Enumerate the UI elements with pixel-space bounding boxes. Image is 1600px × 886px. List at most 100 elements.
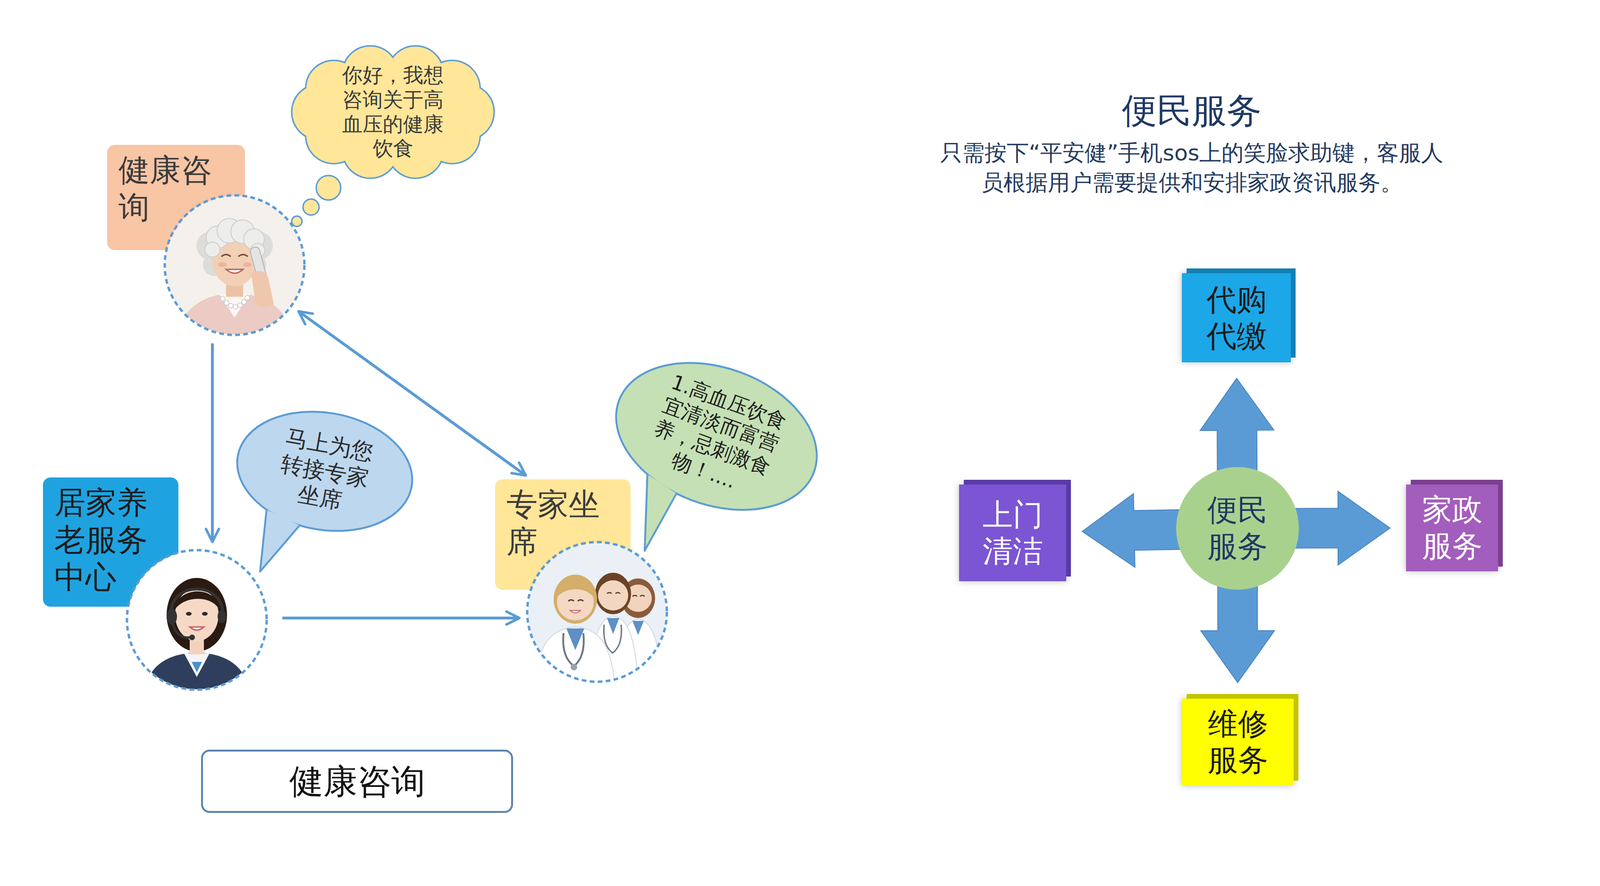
illustration-part xyxy=(568,600,584,602)
illustration-part xyxy=(220,295,250,310)
illustration-part xyxy=(228,303,234,309)
illustration-part xyxy=(527,542,667,683)
illustration-part xyxy=(570,664,578,671)
portrait-node: 居家养老服务中心 xyxy=(125,548,269,692)
illustration-part xyxy=(255,509,302,577)
elder-figure xyxy=(163,193,306,337)
portrait-node: 专家坐席 xyxy=(525,540,669,684)
illustration-part xyxy=(185,612,192,616)
node-label: 上门清洁 xyxy=(979,496,1046,570)
illustration-part xyxy=(189,634,195,641)
block-arrow xyxy=(1289,491,1390,566)
node-label: 健康咨询 xyxy=(215,761,499,802)
label-wrap: 健康咨询 xyxy=(215,761,499,802)
thought-bubble: 你好，我想咨询关于高血压的健康饮食 xyxy=(290,45,496,179)
speech-bubble: 马上为您转接专家坐席 xyxy=(227,398,422,545)
illustration-part xyxy=(241,299,247,305)
illustration-part xyxy=(595,336,838,537)
node-label: 代购代缴 xyxy=(1203,281,1270,355)
diagram-title: 便民服务 xyxy=(932,89,1452,132)
illustration-part xyxy=(144,652,250,692)
illustration-part xyxy=(595,572,632,615)
label-wrap: 马上为您转接专家坐席 xyxy=(272,424,378,520)
label-wrap: 上门清洁 xyxy=(979,496,1046,570)
illustration-part xyxy=(166,608,177,625)
illustration-part xyxy=(184,653,210,678)
illustration-part xyxy=(175,588,219,642)
illustration-part xyxy=(217,610,227,624)
illustration-part xyxy=(220,296,226,302)
illustration-part xyxy=(553,574,598,624)
illustration-part xyxy=(166,578,228,652)
illustration-part xyxy=(563,633,584,667)
elder-portrait xyxy=(163,193,306,337)
node-label: 居家养老服务中心 xyxy=(54,484,168,597)
illustration-part xyxy=(566,628,585,651)
caption-box: 健康咨询 xyxy=(201,749,514,814)
service-box: 维修服务 xyxy=(1181,698,1294,786)
node-label: 你好，我想咨询关于高血压的健康饮食 xyxy=(339,63,447,161)
cloud-fill xyxy=(292,46,494,178)
node-label: 健康咨询 xyxy=(118,151,234,227)
doctors-figure xyxy=(525,540,669,684)
hub-circle: 便民服务 xyxy=(1176,467,1299,590)
label-wrap: 居家养老服务中心 xyxy=(42,477,179,604)
illustration-part xyxy=(632,621,644,636)
speech-bubble: 1.高血压饮食宜清淡而富营养，忌刺激食物！.... xyxy=(595,336,838,537)
illustration-part xyxy=(556,583,594,621)
block-arrow xyxy=(1082,493,1187,568)
node-label: 便民服务 xyxy=(1202,492,1273,565)
illustration-part xyxy=(224,300,229,306)
block-arrow xyxy=(1200,378,1274,477)
illustration-part xyxy=(227,398,422,545)
node-label: 专家坐席 xyxy=(506,486,620,561)
connector-arrow xyxy=(282,616,520,620)
illustration-part xyxy=(291,216,303,227)
cloud-trail xyxy=(291,175,341,227)
illustration-part xyxy=(597,580,629,611)
service-box: 家政服务 xyxy=(1406,484,1499,572)
illustration-part xyxy=(172,623,191,638)
illustration-part xyxy=(557,583,593,597)
node-label: 维修服务 xyxy=(1204,706,1272,779)
illustration-part xyxy=(244,295,250,301)
illustration-part xyxy=(535,627,615,684)
illustration-part xyxy=(218,262,227,268)
doctors-portrait xyxy=(525,540,669,684)
illustration-part xyxy=(525,540,669,684)
subtitle-note: 只需按下“平安健”手机sos上的笑脸求助键，客服人员根据用户需要提供和安排家政资… xyxy=(932,137,1452,198)
illustration-part xyxy=(226,269,244,274)
illustration-part xyxy=(191,662,203,673)
block-arrow xyxy=(1200,580,1275,683)
label-wrap: 便民服务 xyxy=(1202,492,1273,565)
portrait-node: 健康咨询 xyxy=(163,193,306,337)
illustration-part xyxy=(177,293,292,337)
illustration-part xyxy=(316,175,341,201)
operator-figure xyxy=(125,548,269,692)
illustration-part xyxy=(126,550,267,691)
illustration-part xyxy=(189,627,204,631)
label-wrap: 你好，我想咨询关于高血压的健康饮食 xyxy=(339,63,447,161)
illustration-part xyxy=(251,271,274,308)
illustration-part xyxy=(164,195,305,336)
illustration-part xyxy=(221,254,248,257)
illustration-part xyxy=(243,262,252,268)
label-wrap: 家政服务 xyxy=(1419,491,1486,565)
illustration-part xyxy=(204,242,220,258)
illustration-part xyxy=(606,618,620,635)
cloud-stroke xyxy=(292,46,494,178)
label-wrap: 健康咨询 xyxy=(107,144,245,233)
node-label: 马上为您转接专家坐席 xyxy=(272,424,378,520)
illustration-part xyxy=(570,610,581,614)
label-wrap: 维修服务 xyxy=(1204,706,1272,779)
operator-portrait xyxy=(125,548,269,692)
service-box: 代购代缴 xyxy=(1181,273,1291,363)
connector-group xyxy=(212,311,1390,683)
illustration-part xyxy=(163,193,306,337)
illustration-part xyxy=(218,294,251,318)
illustration-part xyxy=(622,474,680,555)
illustration-part xyxy=(170,589,223,615)
connector-arrow xyxy=(210,343,214,543)
illustration-part xyxy=(125,548,269,692)
